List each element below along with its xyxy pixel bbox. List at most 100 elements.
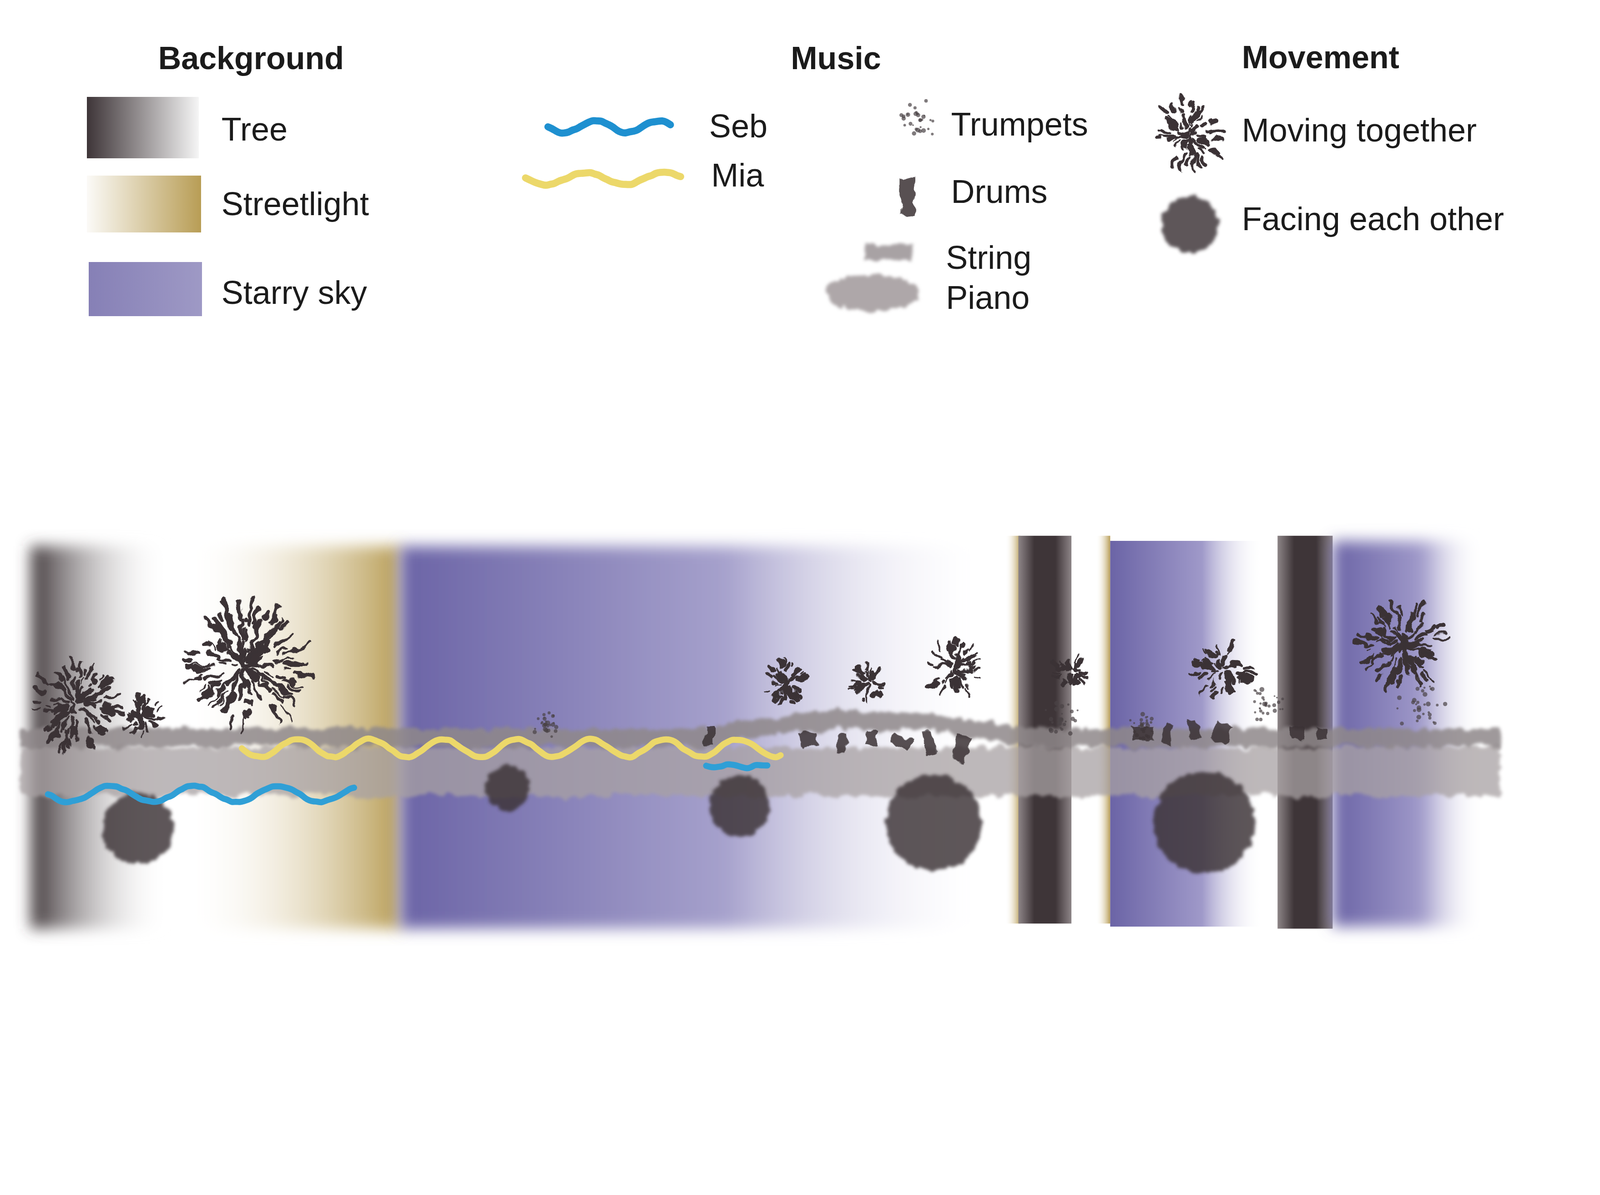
- spray-stroke: [52, 703, 60, 706]
- spray-stroke: [107, 706, 123, 708]
- spray-stroke: [1227, 674, 1235, 681]
- spray-stroke: [98, 726, 104, 731]
- trumpet-dot: [1059, 717, 1063, 721]
- trumpet-dot: [924, 99, 929, 103]
- trumpet-dot: [901, 116, 906, 121]
- spray-stroke: [279, 658, 294, 661]
- spray-stroke: [1215, 139, 1222, 141]
- spray-stroke: [864, 671, 866, 677]
- spray-stroke: [1192, 151, 1194, 157]
- spray-stroke: [239, 688, 242, 699]
- trumpet-dot: [1048, 728, 1054, 734]
- spray-stroke: [1172, 141, 1176, 144]
- trumpet-mark: [1253, 686, 1285, 722]
- spray-stroke: [222, 680, 229, 687]
- trumpet-dot: [1253, 711, 1257, 714]
- spray-stroke: [1188, 101, 1192, 108]
- trumpet-dot: [1261, 711, 1265, 715]
- spray-stroke: [278, 674, 284, 677]
- spray-stroke: [33, 708, 41, 710]
- moving-spray: [1157, 94, 1224, 173]
- spray-stroke: [955, 676, 957, 687]
- spray-stroke: [238, 611, 240, 620]
- trumpet-dot: [547, 711, 551, 715]
- spray-stroke: [1192, 663, 1204, 666]
- spray-stroke: [1398, 604, 1401, 618]
- trumpet-dot: [916, 112, 919, 116]
- spray-stroke: [1164, 119, 1173, 125]
- spray-stroke: [194, 666, 215, 667]
- spray-stroke: [282, 650, 296, 655]
- trumpet-dot: [1146, 716, 1149, 718]
- spray-stroke: [1179, 108, 1182, 114]
- spray-stroke: [83, 670, 85, 674]
- spray-stroke: [200, 686, 205, 690]
- spray-stroke: [156, 708, 164, 711]
- spray-stroke: [153, 701, 159, 706]
- spray-stroke: [263, 684, 270, 691]
- spray-stroke: [246, 630, 248, 644]
- spray-stroke: [855, 682, 861, 685]
- trumpet-dot: [1399, 721, 1404, 726]
- spray-stroke: [1212, 654, 1215, 658]
- spray-stroke: [1061, 681, 1064, 686]
- drum-mark: [921, 729, 939, 757]
- trumpet-dot: [542, 713, 546, 717]
- trumpet-dot: [1435, 703, 1439, 707]
- spray-stroke: [220, 661, 223, 665]
- spray-stroke: [1072, 667, 1075, 670]
- trumpet-dot: [1054, 706, 1059, 712]
- spray-stroke: [217, 658, 228, 662]
- spray-stroke: [1066, 667, 1069, 672]
- spray-stroke: [1199, 136, 1206, 137]
- spray-stroke: [1374, 655, 1383, 660]
- spray-stroke: [139, 722, 142, 729]
- spray-stroke: [74, 726, 75, 734]
- spray-stroke: [131, 716, 134, 721]
- spray-stroke: [144, 705, 146, 711]
- trumpet-dot: [1443, 701, 1448, 707]
- facing-blob: [1153, 771, 1256, 874]
- drum-mark: [704, 726, 715, 745]
- trumpet-dot: [1421, 689, 1425, 693]
- spray-stroke: [875, 692, 879, 696]
- spray-stroke: [794, 693, 797, 697]
- spray-stroke: [776, 677, 783, 682]
- spray-stroke: [1223, 656, 1229, 665]
- trumpet-dot: [1415, 686, 1420, 692]
- legend-swatch: [86, 96, 200, 159]
- drum-mark: [867, 730, 876, 745]
- spray-stroke: [780, 660, 782, 667]
- spray-stroke: [869, 671, 870, 674]
- legend-label: Starry sky: [221, 274, 368, 311]
- spray-stroke: [76, 733, 79, 741]
- spray-stroke: [144, 723, 147, 732]
- spray-stroke: [183, 660, 192, 662]
- legend-heading: Background: [158, 40, 344, 76]
- drum-mark: [951, 733, 971, 763]
- spray-stroke: [1165, 136, 1173, 137]
- trumpet-dot: [1142, 721, 1146, 725]
- spray-stroke: [795, 698, 798, 701]
- spray-stroke: [954, 687, 958, 692]
- spray-stroke: [134, 711, 139, 714]
- trumpet-dot: [547, 723, 550, 726]
- spray-stroke: [1062, 667, 1065, 670]
- spray-stroke: [53, 718, 62, 727]
- spray-stroke: [249, 608, 252, 626]
- spray-stroke: [1229, 641, 1232, 649]
- spray-stroke: [80, 709, 84, 713]
- spray-stroke: [75, 689, 78, 695]
- spray-stroke: [872, 674, 876, 678]
- trumpet-dot: [906, 113, 909, 116]
- string-band: [20, 709, 1500, 751]
- trumpet-dot: [1281, 707, 1284, 711]
- spray-stroke: [59, 725, 61, 728]
- trumpet-dot: [542, 716, 547, 722]
- spray-stroke: [1392, 668, 1397, 683]
- spray-stroke: [1080, 680, 1085, 682]
- spray-stroke: [1197, 141, 1207, 149]
- trumpet-dot: [1253, 700, 1257, 703]
- spray-stroke: [1355, 642, 1367, 643]
- legend-label: Drums: [950, 173, 1048, 210]
